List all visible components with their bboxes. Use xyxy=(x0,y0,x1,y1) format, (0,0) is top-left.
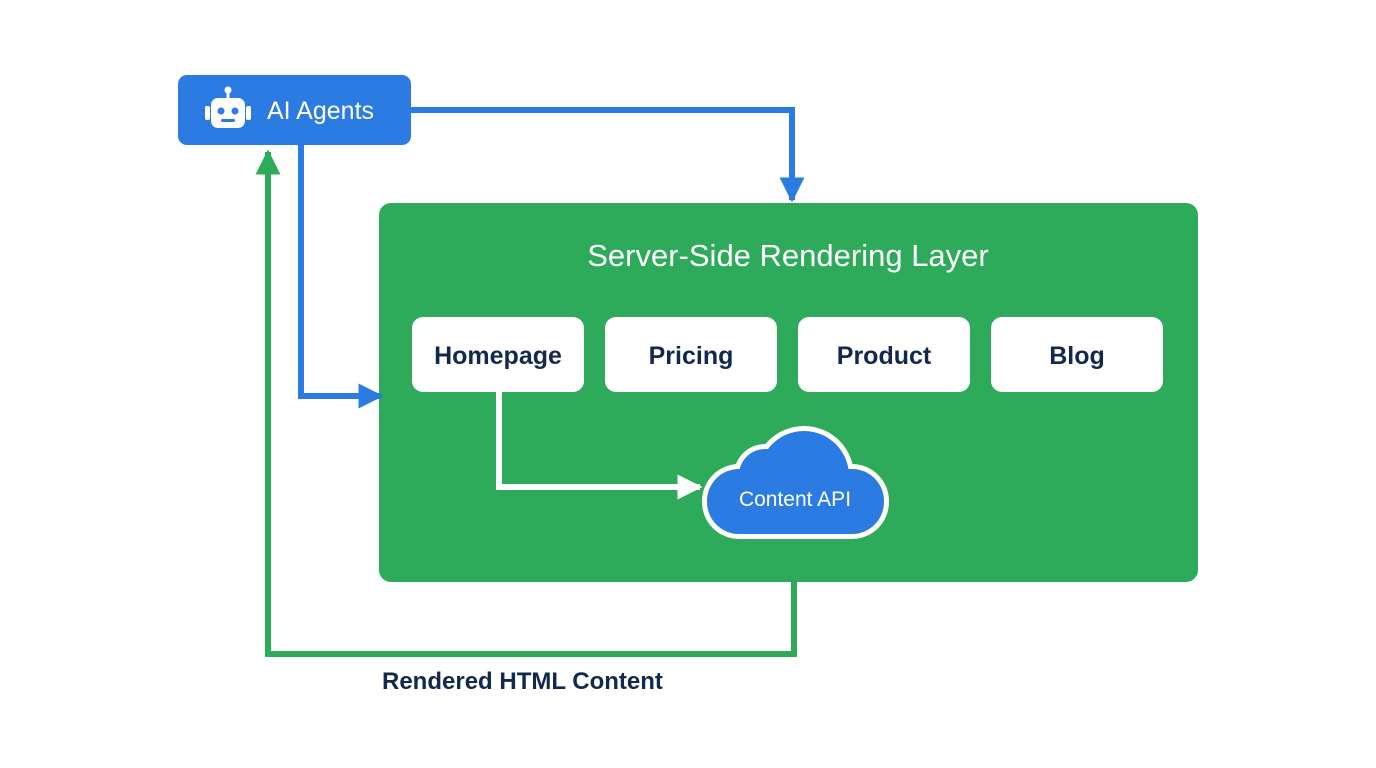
ai-agents-node[interactable]: AI Agents xyxy=(178,75,411,145)
robot-icon xyxy=(205,86,251,128)
homepage-to-api-arrow xyxy=(496,392,703,500)
content-api-node[interactable]: Content API xyxy=(702,426,889,539)
return-flow-label: Rendered HTML Content xyxy=(382,668,663,695)
request-arrow-left xyxy=(298,145,384,409)
page-node-label: Blog xyxy=(1049,342,1105,370)
page-node-label: Product xyxy=(837,342,932,370)
cloud-icon xyxy=(702,426,889,539)
ssr-layer-title: Server-Side Rendering Layer xyxy=(587,238,989,273)
page-node-product[interactable]: Product xyxy=(798,317,970,392)
return-arrow xyxy=(255,149,797,657)
ai-agents-label: AI Agents xyxy=(267,97,374,125)
page-node-homepage[interactable]: Homepage xyxy=(412,317,584,392)
page-node-label: Homepage xyxy=(434,342,562,370)
page-node-label: Pricing xyxy=(649,342,734,370)
content-api-label: Content API xyxy=(739,488,851,511)
page-node-blog[interactable]: Blog xyxy=(991,317,1163,392)
page-node-pricing[interactable]: Pricing xyxy=(605,317,777,392)
request-arrow-top xyxy=(411,107,805,203)
